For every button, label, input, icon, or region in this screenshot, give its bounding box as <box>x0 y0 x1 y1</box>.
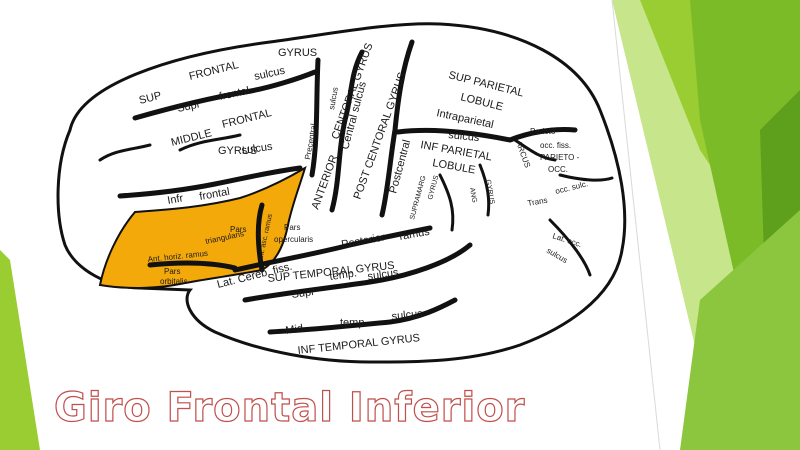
inferior-frontal-gyrus-highlight <box>98 165 307 289</box>
label-temp-supr: temp. <box>329 267 358 283</box>
lateral-occipital-sulcus <box>548 218 592 277</box>
frontal-minor-sulcus-1 <box>98 143 152 162</box>
lateral-cerebral-fissure <box>232 225 433 273</box>
deco-panel-left <box>0 250 40 450</box>
parieto-occipital-fissure <box>513 138 557 162</box>
label-sulcus-mid: sulcus <box>391 308 424 323</box>
label-temp-mid: temp. <box>340 317 368 329</box>
label-gyrus-top: GYRUS <box>278 47 317 59</box>
frontal-minor-sulcus-2 <box>178 133 242 152</box>
angular-minor-sulcus <box>478 163 491 217</box>
label-gyrus-middle: GYRUS <box>218 145 257 157</box>
deco-line <box>611 0 661 450</box>
label-parieto: Parieto <box>530 127 556 136</box>
middle-temporal-sulcus <box>267 297 458 335</box>
label-infr: Infr <box>166 192 184 207</box>
label-trans: Trans <box>527 196 548 208</box>
superior-temporal-sulcus <box>242 242 473 303</box>
transverse-occipital-sulcus <box>558 173 614 182</box>
label-precentral-sulcus: sulcus <box>327 86 340 110</box>
superior-frontal-sulcus <box>132 69 318 121</box>
label-sup: SUP <box>138 90 163 107</box>
postcentral-sulcus <box>379 39 415 218</box>
label-sulcus-temp-supr: sulcus <box>367 267 400 283</box>
label-ramus: ramus <box>398 226 431 243</box>
precentral-sulcus <box>309 57 321 178</box>
anterior-ascending-ramus <box>255 202 265 273</box>
label-pars-triangularis: Pars <box>230 225 246 234</box>
parietal-minor-sulcus <box>438 173 455 232</box>
label-supr: Supr <box>176 98 202 115</box>
label-occ-fiss: occ. fiss. <box>540 141 571 150</box>
label-occ: OCC. <box>548 165 568 174</box>
intraparietal-sulcus <box>395 127 578 143</box>
label-frontal-infr: frontal <box>198 186 230 203</box>
label-pars-orbitalis: Pars <box>164 267 180 276</box>
deco-panel-lower <box>680 210 800 450</box>
label-ang-gyrus: GYRUS <box>484 179 495 205</box>
slide-title: Giro Frontal Inferior <box>53 384 526 431</box>
inferior-frontal-sulcus <box>117 165 303 199</box>
label-ip-sulcus: sulcus <box>448 129 481 144</box>
label-parieto-occ: PARIETO - <box>540 153 580 162</box>
label-supr-temp: Supr <box>291 286 316 301</box>
label-orbitalis: orbitalis <box>160 277 188 286</box>
anterior-horizontal-ramus <box>147 260 238 271</box>
label-sulcus-infr: sulcus <box>241 141 274 157</box>
label-mid: Mid. <box>285 322 307 337</box>
label-pars-opercularis: Pars <box>284 223 300 232</box>
label-opercularis: opercularis <box>274 235 313 244</box>
label-ang: ANG <box>468 187 478 203</box>
central-sulcus <box>329 49 365 213</box>
